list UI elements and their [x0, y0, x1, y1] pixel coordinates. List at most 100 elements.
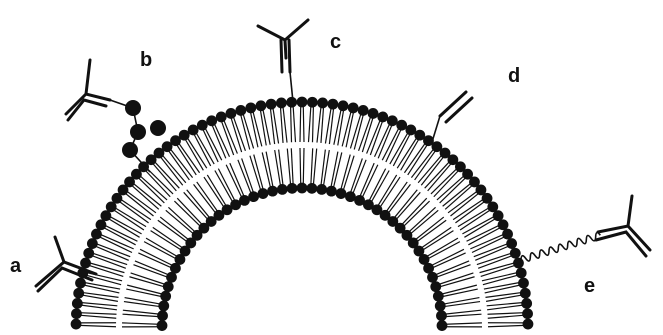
- lipid-tail: [279, 150, 284, 190]
- lipid-tail: [303, 102, 304, 142]
- label-e: e: [584, 275, 595, 297]
- inner-lipid-head: [306, 183, 317, 194]
- lipid-tail: [376, 175, 397, 209]
- lipid-tail: [406, 207, 435, 234]
- inner-lipid-head: [157, 310, 168, 321]
- outer-lipid-head: [327, 99, 338, 110]
- inner-lipid-head: [433, 291, 444, 302]
- inner-lipid-head: [277, 184, 288, 195]
- lipid-tail: [488, 315, 528, 318]
- lipid-tail: [414, 220, 446, 244]
- outer-lipid-head: [317, 98, 328, 109]
- outer-lipid-head: [520, 288, 531, 299]
- outer-lipid-head: [396, 120, 407, 131]
- lipid-tail: [290, 102, 291, 142]
- inner-lipid-head: [437, 320, 448, 331]
- outer-lipid-head: [216, 112, 227, 123]
- lipid-tail: [488, 325, 528, 326]
- inner-lipid-head: [258, 188, 269, 199]
- lipid-tail: [362, 114, 374, 152]
- inner-lipid-head: [163, 281, 174, 292]
- lipid-tail: [275, 150, 281, 189]
- lipid-tail: [441, 310, 481, 314]
- linker-node: [130, 124, 146, 140]
- lipid-tail: [280, 103, 283, 143]
- lipid-tail: [194, 184, 218, 216]
- outer-lipid-head: [297, 97, 308, 108]
- lipid-tail: [123, 314, 163, 317]
- outer-lipid-head: [518, 278, 529, 289]
- lipid-tail: [375, 120, 392, 156]
- lipid-tail: [485, 292, 525, 297]
- lipid-tail: [440, 298, 479, 305]
- lipid-tail: [420, 231, 454, 252]
- outer-lipid-head: [522, 308, 533, 319]
- lipid-tail: [76, 315, 116, 318]
- inner-lipid-head: [336, 188, 347, 199]
- inner-lipid-head: [427, 272, 438, 283]
- lipid-tail: [204, 177, 226, 210]
- lipid-tail: [160, 217, 191, 242]
- inner-lipid-head: [157, 320, 168, 331]
- lipid-tail: [153, 227, 186, 250]
- inner-lipid-head: [267, 186, 278, 197]
- linker-node: [150, 120, 166, 136]
- lipid-tail: [76, 325, 116, 326]
- outer-lipid-head: [498, 219, 509, 230]
- lipid-tail: [123, 310, 163, 314]
- outer-lipid-head: [72, 298, 83, 309]
- outer-lipid-head: [276, 98, 287, 109]
- outer-lipid-head: [197, 120, 208, 131]
- inner-lipid-head: [326, 186, 337, 197]
- inner-lipid-head: [430, 281, 441, 292]
- lipid-tail: [287, 149, 291, 189]
- outer-lipid-head: [523, 319, 534, 330]
- lipid-tail: [312, 102, 313, 142]
- lipid-tail: [230, 114, 242, 152]
- inner-lipid-head: [248, 191, 259, 202]
- lipid-tail: [313, 149, 317, 189]
- outer-lipid-head: [521, 298, 532, 309]
- lipid-tail: [412, 217, 443, 242]
- lipid-tail: [440, 302, 480, 308]
- lipid-tail: [79, 292, 119, 297]
- outer-lipid-head: [368, 108, 379, 119]
- linker-node: [122, 142, 138, 158]
- lipid-tail: [303, 148, 304, 188]
- lipid-tail: [477, 252, 515, 264]
- lipid-tail: [300, 102, 301, 142]
- inner-lipid-head: [160, 291, 171, 302]
- lipid-tail: [418, 227, 451, 250]
- lipid-tail: [89, 252, 127, 264]
- inner-lipid-head: [297, 183, 308, 194]
- outer-lipid-head: [245, 102, 256, 113]
- lipid-tail: [151, 231, 185, 252]
- lipid-tail: [300, 148, 301, 188]
- outer-lipid-head: [510, 248, 521, 259]
- lipid-tail: [238, 160, 253, 197]
- lipid-tail: [394, 192, 421, 222]
- antibody-e: [514, 196, 650, 264]
- outer-lipid-head: [96, 219, 107, 230]
- label-c: c: [330, 31, 341, 53]
- outer-lipid-head: [516, 268, 527, 279]
- outer-lipid-head: [348, 102, 359, 113]
- lipid-tail: [321, 103, 324, 143]
- lipid-tail: [283, 103, 287, 143]
- inner-lipid-head: [158, 300, 169, 311]
- lipid-tail: [213, 120, 230, 156]
- outer-lipid-head: [387, 115, 398, 126]
- lipid-tail: [158, 220, 190, 244]
- lipid-tail: [291, 148, 293, 188]
- outer-lipid-head: [506, 238, 517, 249]
- lipid-tail: [321, 150, 326, 190]
- lipid-tail: [135, 261, 172, 276]
- outer-lipid-head: [358, 105, 369, 116]
- label-a: a: [10, 255, 22, 277]
- outer-lipid-head: [206, 115, 217, 126]
- outer-lipid-head: [493, 210, 504, 221]
- lipid-tail: [77, 313, 117, 315]
- outer-lipid-head: [286, 97, 297, 108]
- lipid-tail: [432, 261, 469, 276]
